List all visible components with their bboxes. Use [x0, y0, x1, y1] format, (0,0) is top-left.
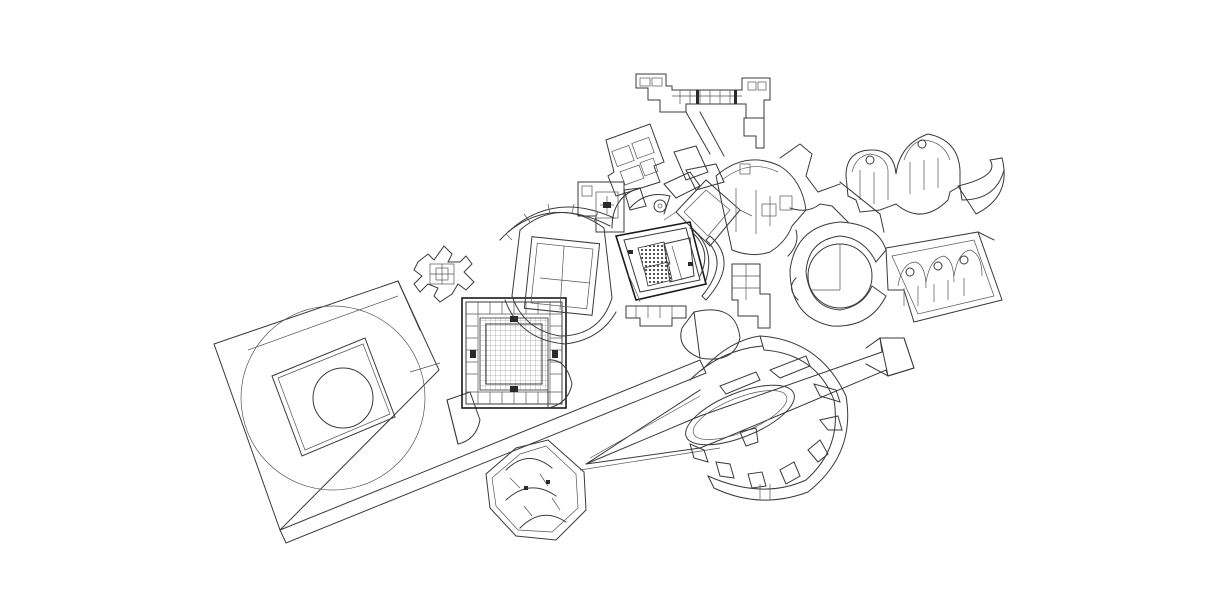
cross-pavilion: [413, 245, 475, 303]
grid-hall: [461, 297, 567, 409]
ellipse-rotunda: [685, 335, 849, 501]
rotated-block: [663, 163, 753, 247]
c-shaped-court: [789, 181, 887, 327]
square-court-plaza: [213, 280, 707, 544]
half-disc-pavilion: [446, 391, 481, 445]
arc-court: [499, 203, 617, 345]
hexagon-pavilion: [485, 439, 587, 541]
round-hall-quarter-disc: [547, 359, 573, 409]
apse-row-south: [885, 231, 1003, 323]
apse-row-north: [845, 133, 1005, 215]
upper-rooms: [577, 123, 709, 233]
administration-wing: [635, 73, 771, 157]
cylinder-pavilion: [611, 143, 841, 257]
assembly-chamber: [614, 221, 725, 301]
lower-center-wing: [625, 263, 771, 360]
east-arm: [865, 337, 915, 377]
